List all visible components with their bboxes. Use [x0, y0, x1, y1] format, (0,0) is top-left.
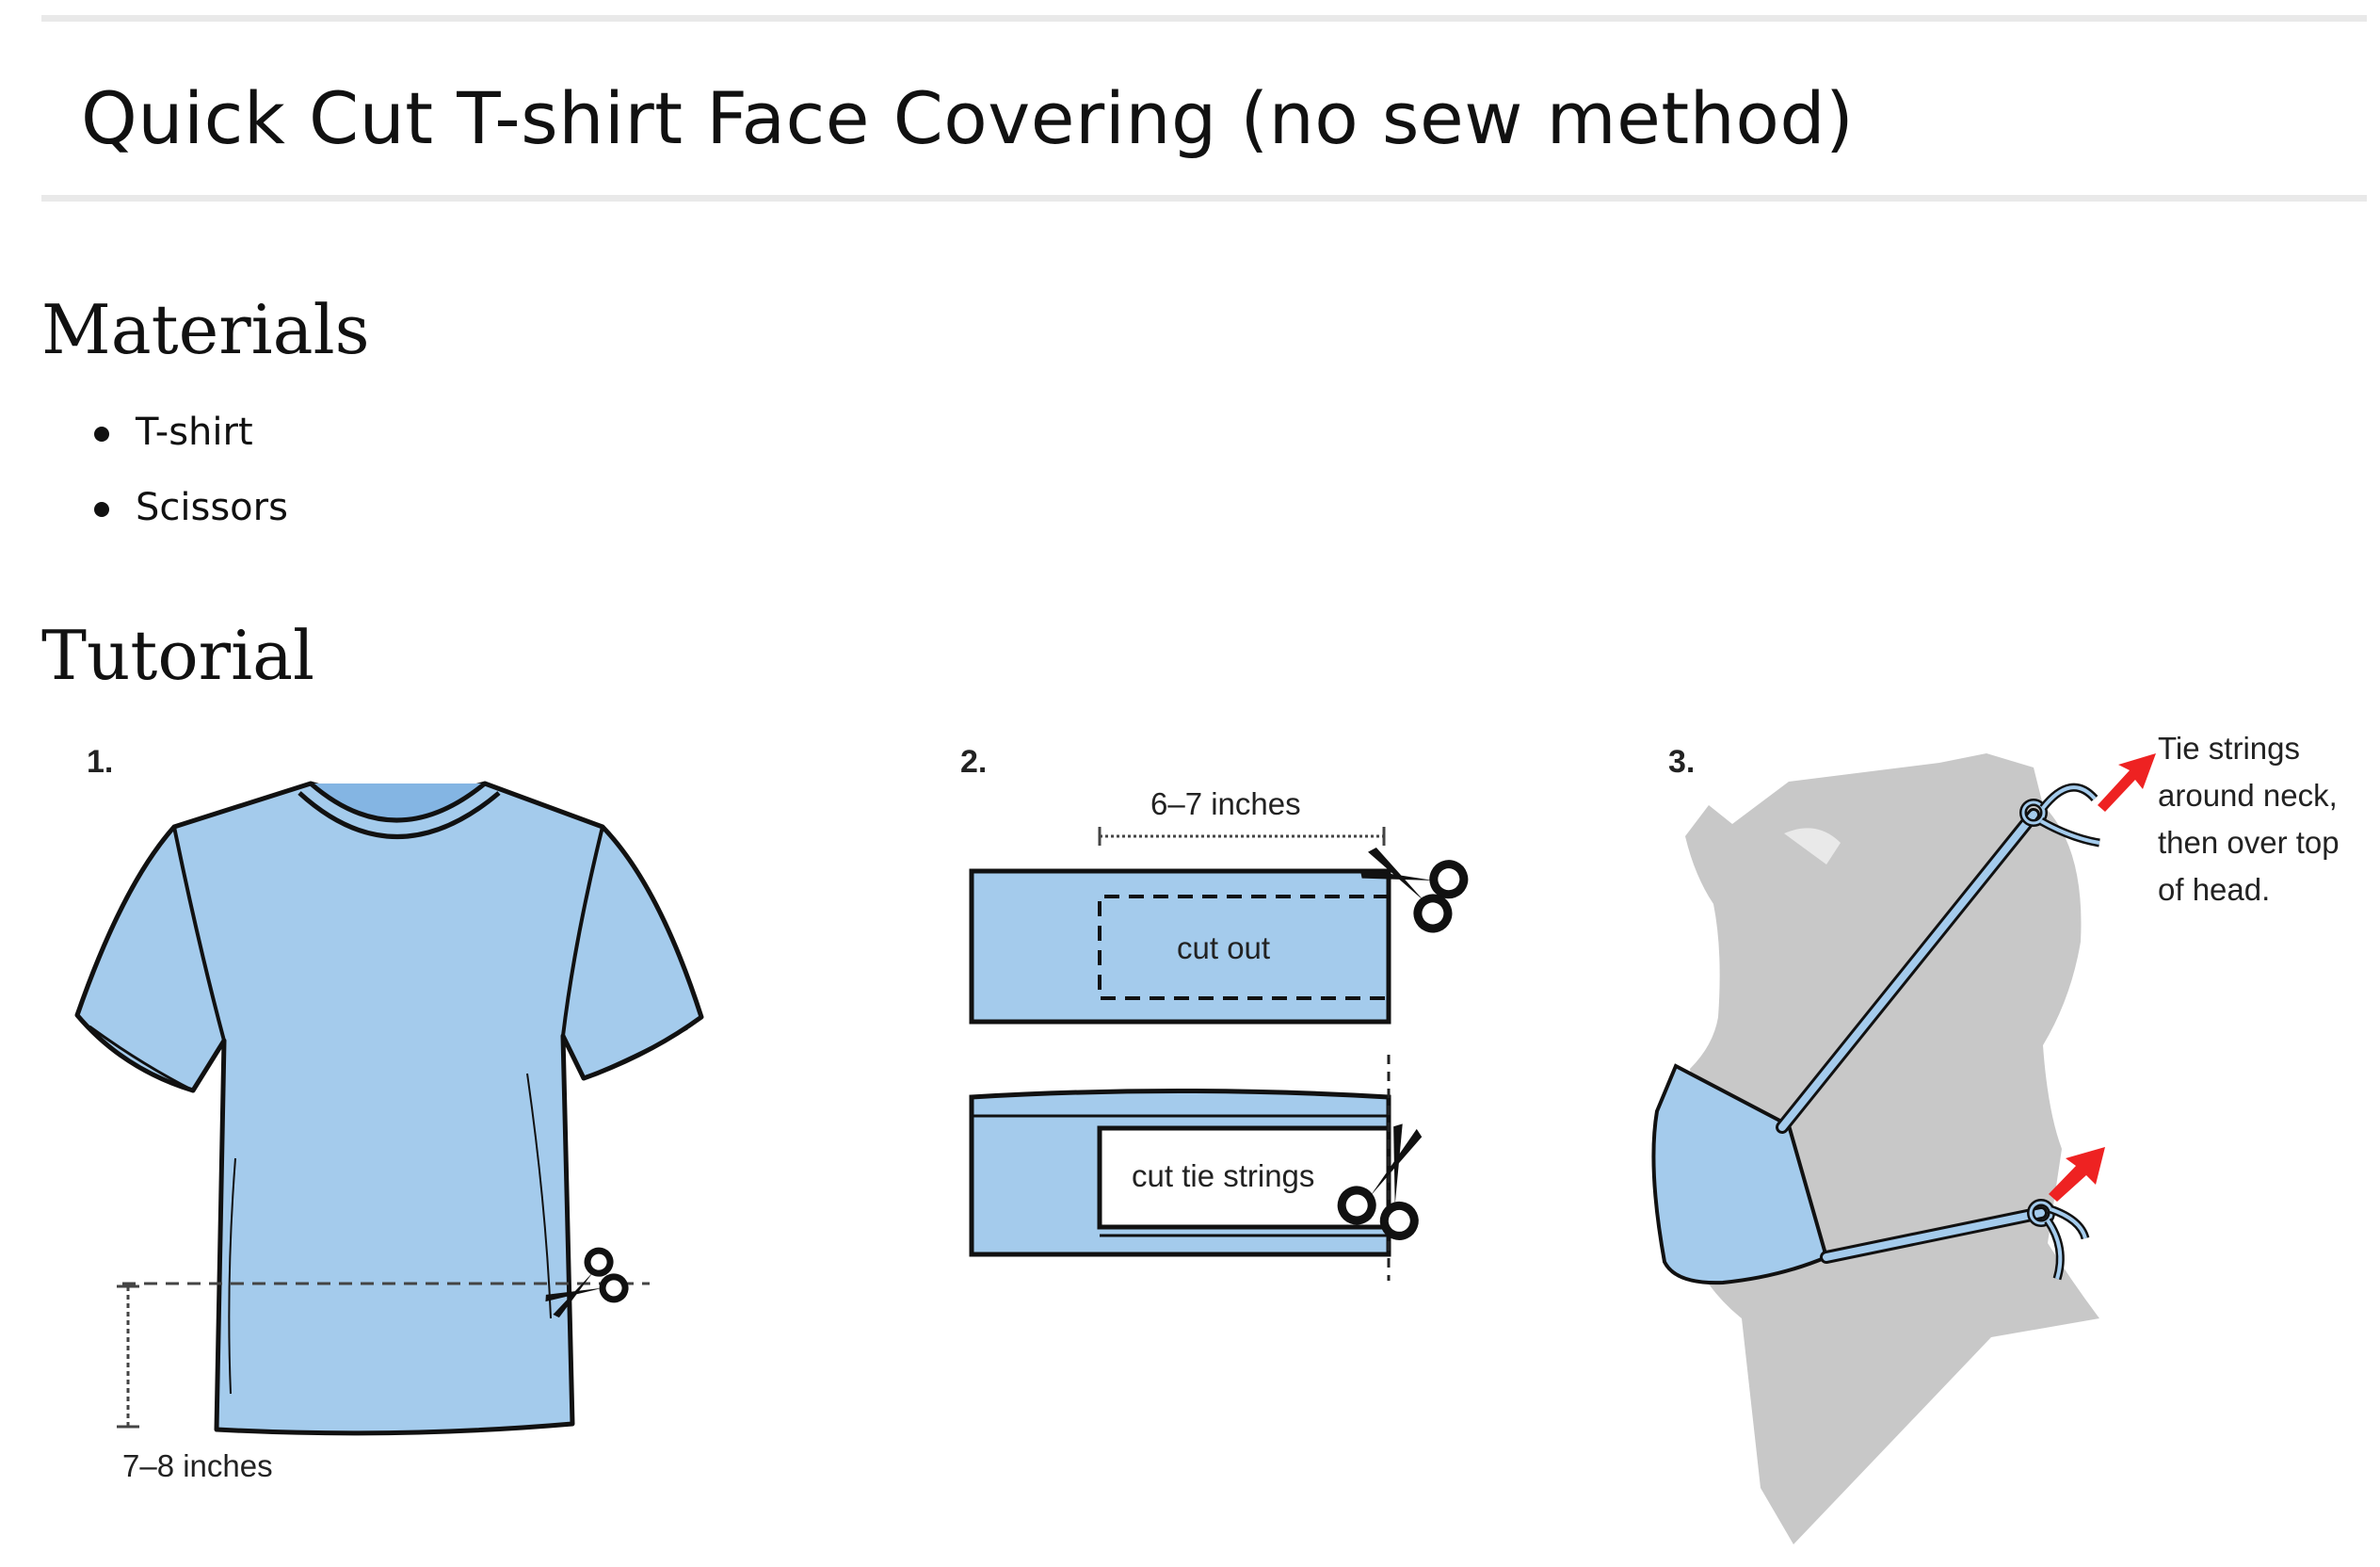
scissors-icon	[1337, 1123, 1423, 1240]
step-1-number: 1.	[87, 744, 113, 780]
tshirt-icon	[74, 781, 704, 1436]
measure-bracket	[117, 1284, 139, 1429]
hair-highlight	[1784, 828, 1841, 864]
lower-tie-string	[1823, 1209, 2045, 1261]
page-title: Quick Cut T-shirt Face Covering (no sew …	[81, 76, 1855, 160]
face-mask	[1651, 1063, 1829, 1285]
step-1: 1. 7–8 inches	[74, 744, 704, 1483]
tutorial-diagram: 1. 7–8 inches 2.	[74, 731, 2340, 1544]
arrow-icon	[2098, 753, 2156, 812]
title-card: Quick Cut T-shirt Face Covering (no sew …	[41, 15, 2367, 202]
list-item-label: T-shirt	[136, 411, 253, 454]
list-item: T-shirt	[94, 405, 288, 480]
materials-heading: Materials	[41, 290, 370, 369]
note-line: then over top	[2158, 825, 2340, 860]
step-3-number: 3.	[1668, 744, 1695, 780]
scissors-icon	[1359, 848, 1469, 933]
scissors-icon	[545, 1247, 629, 1318]
cut-out-label: cut out	[1177, 930, 1270, 965]
list-item: Scissors	[94, 480, 288, 556]
note-line: Tie strings	[2158, 731, 2300, 766]
note-line: of head.	[2158, 872, 2270, 907]
head-silhouette	[1666, 753, 2099, 1544]
list-item-label: Scissors	[136, 486, 288, 529]
step-2-number: 2.	[960, 744, 987, 780]
bullet-icon	[94, 502, 109, 517]
upper-knot	[2019, 783, 2100, 848]
tie-strings-note: Tie strings around neck, then over top o…	[2158, 731, 2340, 907]
materials-list: T-shirt Scissors	[94, 405, 288, 556]
arrow-icon	[2049, 1147, 2105, 1202]
upper-tie-string	[1778, 811, 2037, 1131]
width-label: 6–7 inches	[1150, 786, 1301, 821]
cut-ties-label: cut tie strings	[1132, 1158, 1314, 1193]
tutorial-illustration: 1. 7–8 inches 2.	[0, 716, 2380, 1567]
note-line: around neck,	[2158, 778, 2338, 813]
step-2: 2. 6–7 inches cut out cut tie strings	[960, 744, 1469, 1281]
lower-knot	[2027, 1199, 2090, 1281]
width-measure	[1098, 827, 1386, 846]
tutorial-heading: Tutorial	[41, 616, 315, 695]
measure-label: 7–8 inches	[122, 1448, 273, 1483]
step-3: 3. Tie strings around neck,	[1651, 731, 2340, 1544]
bullet-icon	[94, 427, 109, 442]
